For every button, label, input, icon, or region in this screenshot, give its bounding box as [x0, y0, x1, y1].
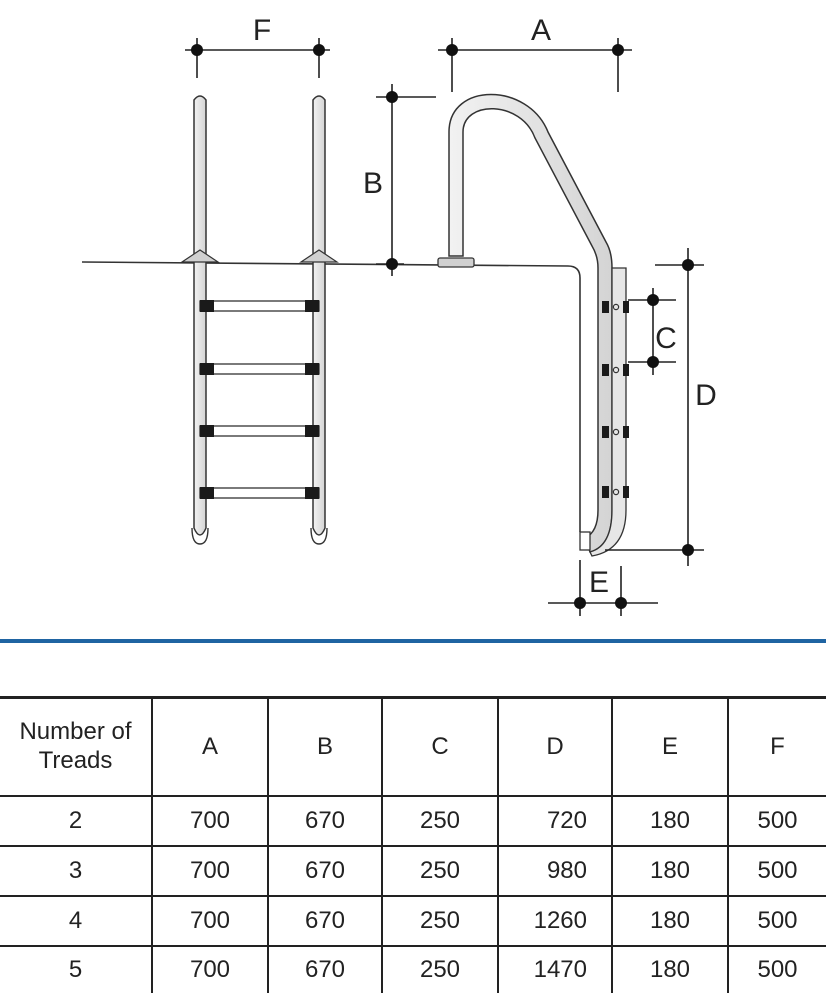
header-d: D: [497, 696, 613, 797]
cell-e: 180: [611, 845, 729, 897]
cell-a: 700: [151, 795, 269, 847]
header-line: Treads: [38, 747, 113, 774]
table-row: 3 700 670 250 980 180 500: [0, 845, 826, 897]
dimension-dot: [313, 44, 325, 56]
front-anchor-left: [180, 249, 220, 263]
dimension-dot: [647, 294, 659, 306]
cell-a: 700: [151, 945, 269, 993]
side-tread: [602, 426, 629, 438]
cell-b: 670: [267, 945, 383, 993]
side-base-plate: [437, 257, 475, 268]
front-right-rail: [312, 95, 326, 536]
dimension-dot: [386, 91, 398, 103]
front-left-rail: [193, 95, 207, 536]
section-divider: [0, 639, 826, 643]
cell-c: 250: [381, 895, 499, 947]
header-number-of-treads: Number of Treads: [0, 696, 153, 797]
side-view-ladder: [437, 93, 629, 557]
header-e: E: [611, 696, 729, 797]
side-inner-rail: [589, 267, 627, 557]
cell-d: 1260: [497, 895, 613, 947]
cell-f: 500: [727, 845, 826, 897]
header-a: A: [151, 696, 269, 797]
cell-c: 250: [381, 945, 499, 993]
side-handrail: [448, 93, 613, 553]
header-f: F: [727, 696, 826, 797]
ladder-dimension-diagram: F A B C D E: [81, 14, 717, 616]
dimension-label-d: D: [695, 379, 717, 412]
front-anchor-right: [299, 249, 339, 263]
dimension-dot: [647, 356, 659, 368]
dimension-dot: [682, 544, 694, 556]
table-row: 2 700 670 250 720 180 500: [0, 795, 826, 847]
cell-a: 700: [151, 895, 269, 947]
cell-d: 720: [497, 795, 613, 847]
dimension-dot: [682, 259, 694, 271]
cell-c: 250: [381, 845, 499, 897]
table-row: 4 700 670 250 1260 180 500: [0, 895, 826, 947]
dimension-dot: [574, 597, 586, 609]
cell-e: 180: [611, 795, 729, 847]
cell-b: 670: [267, 795, 383, 847]
table-header-row: Number of Treads A B C D E F: [0, 696, 826, 797]
dimension-label-f: F: [253, 14, 271, 47]
cell-f: 500: [727, 795, 826, 847]
header-c: C: [381, 696, 499, 797]
front-tread: [199, 300, 320, 312]
dimensions-table: Number of Treads A B C D E F 2 700 670 2…: [0, 696, 826, 993]
cell-e: 180: [611, 895, 729, 947]
dimension-label-e: E: [589, 566, 609, 599]
table-row: 5 700 670 250 1470 180 500: [0, 945, 826, 993]
dimension-dot: [615, 597, 627, 609]
cell-b: 670: [267, 845, 383, 897]
front-view-ladder: [180, 95, 339, 545]
dimension-label-b: B: [363, 167, 383, 200]
dimension-dot: [612, 44, 624, 56]
cell-d: 980: [497, 845, 613, 897]
dimension-dot: [386, 258, 398, 270]
cell-f: 500: [727, 895, 826, 947]
cell-treads: 2: [0, 795, 153, 847]
header-b: B: [267, 696, 383, 797]
cell-d: 1470: [497, 945, 613, 993]
side-tread: [602, 301, 629, 313]
header-line: Number of: [19, 718, 132, 746]
front-tread: [199, 363, 320, 375]
cell-c: 250: [381, 795, 499, 847]
cell-f: 500: [727, 945, 826, 993]
dimension-dot: [191, 44, 203, 56]
side-tread: [602, 486, 629, 498]
side-tread: [602, 364, 629, 376]
dimension-label-a: A: [531, 14, 551, 47]
cell-a: 700: [151, 845, 269, 897]
dimension-label-c: C: [655, 322, 677, 355]
front-rail-foot-left: [191, 527, 209, 545]
front-tread: [199, 425, 320, 437]
cell-treads: 5: [0, 945, 153, 993]
side-foot-pad: [579, 531, 591, 551]
cell-b: 670: [267, 895, 383, 947]
dimension-dot: [446, 44, 458, 56]
front-tread: [199, 487, 320, 499]
cell-treads: 3: [0, 845, 153, 897]
cell-treads: 4: [0, 895, 153, 947]
pool-deck-outline: [81, 261, 581, 532]
cell-e: 180: [611, 945, 729, 993]
front-rail-foot-right: [310, 527, 328, 545]
